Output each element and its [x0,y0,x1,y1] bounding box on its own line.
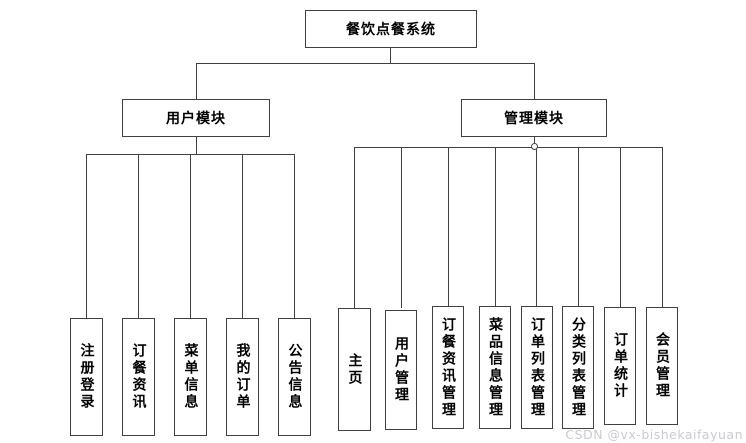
leaf-label: 菜单信息 [182,343,199,411]
connector-line [196,63,535,64]
module-box-admin: 管理模块 [461,99,607,137]
connector-line [196,63,197,99]
connector-line [294,154,295,318]
connector-line [390,48,391,63]
leaf-label: 注册登录 [78,343,95,411]
leaf-box-member-management: 会员管理 [646,307,678,425]
leaf-box-my-orders: 我的订单 [226,318,259,436]
connector-line [86,154,87,318]
leaf-label: 分类列表管理 [570,316,586,419]
leaf-box-register-login: 注册登录 [70,318,103,436]
module-user-label: 用户模块 [166,111,226,127]
leaf-label: 我的订单 [234,343,251,411]
module-admin-label: 管理模块 [504,111,564,127]
connector-line [620,147,621,308]
connector-line [534,137,535,147]
connector-line [196,137,197,154]
connector-line [354,147,355,308]
root-box-system: 餐饮点餐系统 [305,10,477,48]
connector-line [662,147,663,308]
connection-point-circle [531,143,538,150]
connector-line [242,154,243,318]
leaf-label: 订单统计 [612,332,628,400]
leaf-box-category-list-management: 分类列表管理 [562,306,594,429]
connector-line [448,147,449,308]
leaf-label: 订餐资讯管理 [440,316,456,419]
root-label: 餐饮点餐系统 [346,22,436,38]
leaf-box-user-management: 用户管理 [385,310,417,430]
connector-line [536,147,537,308]
module-box-user: 用户模块 [122,99,270,137]
leaf-label: 会员管理 [654,332,670,400]
csdn-watermark: CSDN @vx-bishekaifayuan [565,427,743,442]
leaf-box-order-list-management: 订单列表管理 [521,306,553,429]
connector-line [401,147,402,308]
leaf-label: 菜品信息管理 [487,316,503,419]
connector-line [578,147,579,308]
leaf-label: 订单列表管理 [529,316,545,419]
leaf-label: 用户管理 [393,336,409,404]
leaf-label: 主页 [346,352,363,387]
leaf-box-dish-info-management: 菜品信息管理 [479,306,511,429]
connector-line [354,147,662,148]
leaf-box-order-info-management: 订餐资讯管理 [432,306,464,429]
connector-line [138,154,139,318]
leaf-box-home: 主页 [338,308,371,431]
leaf-box-order-statistics: 订单统计 [604,307,636,425]
connector-line [534,63,535,99]
leaf-label: 订餐资讯 [130,343,147,411]
leaf-label: 公告信息 [286,343,303,411]
leaf-box-order-info: 订餐资讯 [122,318,155,436]
leaf-box-menu-info: 菜单信息 [174,318,207,436]
connector-line [495,147,496,308]
leaf-box-announcement-info: 公告信息 [278,318,311,436]
connector-line [190,154,191,318]
